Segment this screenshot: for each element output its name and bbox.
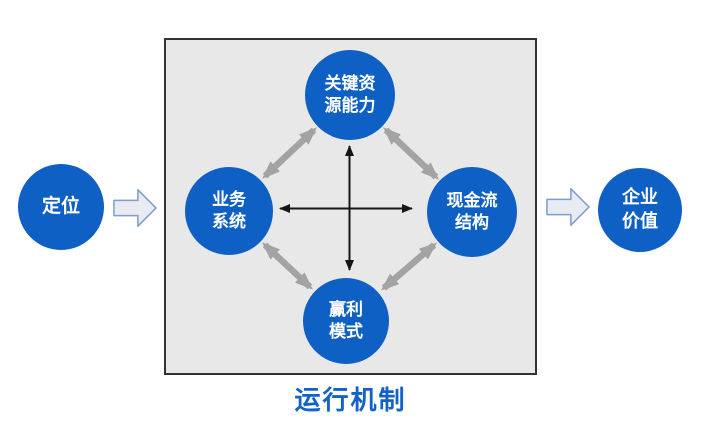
node-profit-model: 赢利 模式 — [303, 278, 389, 364]
node-key-resources-line2: 源能力 — [324, 96, 376, 115]
node-key-resources-line1: 关键资 — [324, 73, 376, 93]
node-positioning-label: 定位 — [41, 196, 80, 218]
node-enterprise-value: 企业 价值 — [598, 168, 682, 252]
node-cash-flow-structure: 现金流 结构 — [427, 167, 517, 257]
node-cash-flow-line1: 现金流 — [446, 190, 498, 210]
node-enterprise-value-line2: 价值 — [622, 211, 658, 231]
node-positioning: 定位 — [18, 164, 104, 250]
flow-arrow-right-icon — [546, 188, 590, 226]
node-cash-flow-line2: 结构 — [455, 213, 489, 232]
node-profit-model-line2: 模式 — [329, 322, 363, 341]
node-business-system-line1: 业务 — [212, 189, 246, 209]
node-business-system: 业务 系统 — [185, 167, 273, 255]
node-enterprise-value-line1: 企业 — [622, 187, 658, 208]
flow-arrow-right-icon — [113, 189, 157, 227]
mechanism-caption: 运行机制 — [294, 385, 407, 415]
node-profit-model-line1: 赢利 — [329, 299, 363, 319]
node-key-resources: 关键资 源能力 — [305, 50, 395, 140]
node-business-system-line2: 系统 — [212, 212, 246, 231]
